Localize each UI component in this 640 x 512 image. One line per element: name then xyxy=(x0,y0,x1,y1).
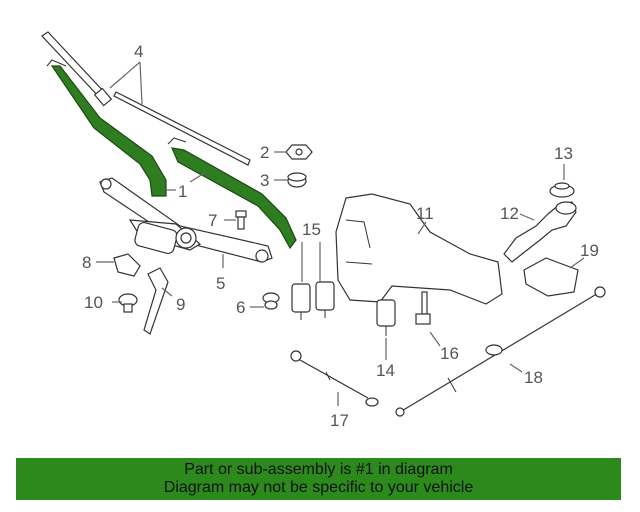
grommet-6 xyxy=(262,292,280,310)
bracket-19 xyxy=(523,257,579,297)
callout-17: 17 xyxy=(330,411,349,430)
callout-3: 3 xyxy=(260,171,269,190)
wiper-blade-left xyxy=(41,31,113,107)
cap-part xyxy=(287,172,307,188)
callout-14: 14 xyxy=(376,361,395,380)
nut-part xyxy=(285,144,313,160)
callout-labels: 4 1 2 3 7 8 5 9 10 6 15 11 12 13 19 14 1… xyxy=(82,42,599,430)
hose-18 xyxy=(395,286,606,417)
callout-16: 16 xyxy=(440,344,459,363)
wiper-arm-left-highlighted xyxy=(46,59,167,197)
washer-pumps xyxy=(291,281,335,320)
washer-reservoir xyxy=(335,193,503,305)
banner-line-1: Part or sub-assembly is #1 in diagram xyxy=(184,461,453,478)
wiper-motor xyxy=(134,221,197,255)
banner-line-2: Diagram may not be specific to your vehi… xyxy=(163,479,474,496)
callout-10: 10 xyxy=(84,293,103,312)
parts-diagram: 4 1 2 3 7 8 5 9 10 6 15 11 12 13 19 14 1… xyxy=(41,31,606,430)
bracket-9 xyxy=(143,267,169,335)
filler-cap xyxy=(549,182,575,198)
wiper-blade-right xyxy=(113,91,251,166)
callout-1: 1 xyxy=(178,182,187,201)
wiper-arm-right-highlighted xyxy=(167,137,297,250)
callout-13: 13 xyxy=(554,144,573,163)
callout-18: 18 xyxy=(524,368,543,387)
bolt-7 xyxy=(235,210,247,230)
bracket-8 xyxy=(113,253,141,277)
hose-17 xyxy=(290,350,379,407)
callout-9: 9 xyxy=(176,295,185,314)
callout-5: 5 xyxy=(216,274,225,293)
pump-14 xyxy=(376,299,396,336)
callout-6: 6 xyxy=(236,298,245,317)
leader-lines xyxy=(96,61,585,406)
sensor-16 xyxy=(415,291,431,325)
callout-4: 4 xyxy=(134,42,143,61)
callout-2: 2 xyxy=(260,143,269,162)
grommet-10 xyxy=(118,293,138,313)
filler-neck xyxy=(503,201,577,263)
info-banner: Part or sub-assembly is #1 in diagram Di… xyxy=(16,458,621,500)
callout-8: 8 xyxy=(82,253,91,272)
callout-7: 7 xyxy=(208,211,217,230)
callout-11: 11 xyxy=(416,204,434,223)
callout-19: 19 xyxy=(580,241,599,260)
callout-12: 12 xyxy=(500,204,519,223)
callout-15: 15 xyxy=(302,220,321,239)
